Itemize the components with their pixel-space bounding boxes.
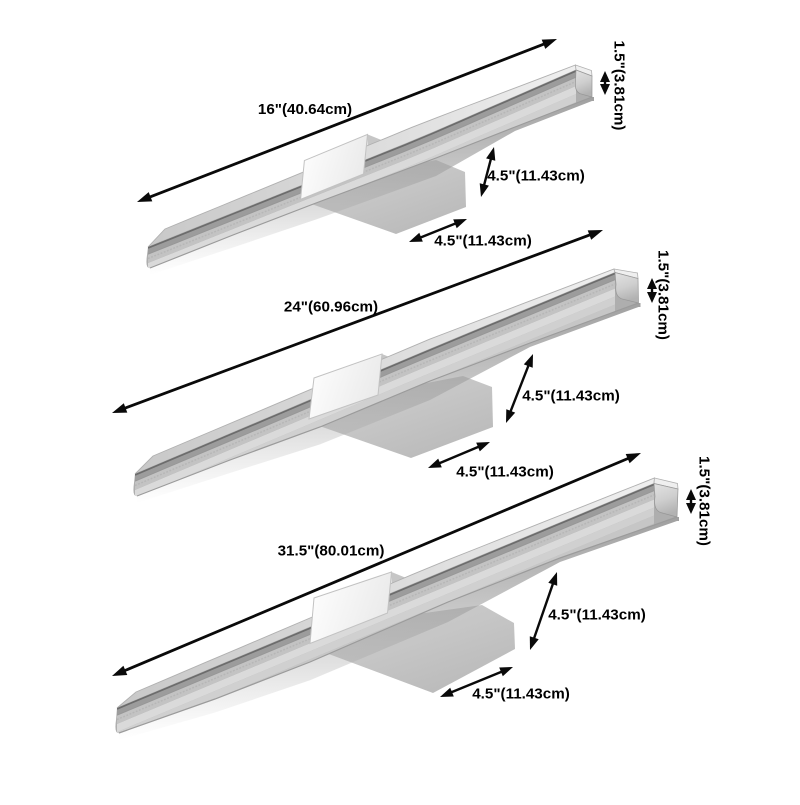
svg-text:4.5"(11.43cm): 4.5"(11.43cm) — [434, 233, 532, 250]
svg-text:4.5"(11.43cm): 4.5"(11.43cm) — [487, 168, 585, 185]
svg-text:1.5"(3.81cm): 1.5"(3.81cm) — [611, 41, 628, 131]
svg-text:4.5"(11.43cm): 4.5"(11.43cm) — [548, 607, 646, 624]
svg-text:24"(60.96cm): 24"(60.96cm) — [284, 299, 378, 316]
svg-text:4.5"(11.43cm): 4.5"(11.43cm) — [522, 388, 620, 405]
svg-text:1.5"(3.81cm): 1.5"(3.81cm) — [696, 456, 713, 546]
svg-text:4.5"(11.43cm): 4.5"(11.43cm) — [472, 686, 570, 703]
svg-text:1.5"(3.81cm): 1.5"(3.81cm) — [655, 250, 672, 340]
svg-text:31.5"(80.01cm): 31.5"(80.01cm) — [278, 543, 385, 560]
svg-text:4.5"(11.43cm): 4.5"(11.43cm) — [456, 464, 554, 481]
svg-text:16"(40.64cm): 16"(40.64cm) — [258, 101, 352, 118]
